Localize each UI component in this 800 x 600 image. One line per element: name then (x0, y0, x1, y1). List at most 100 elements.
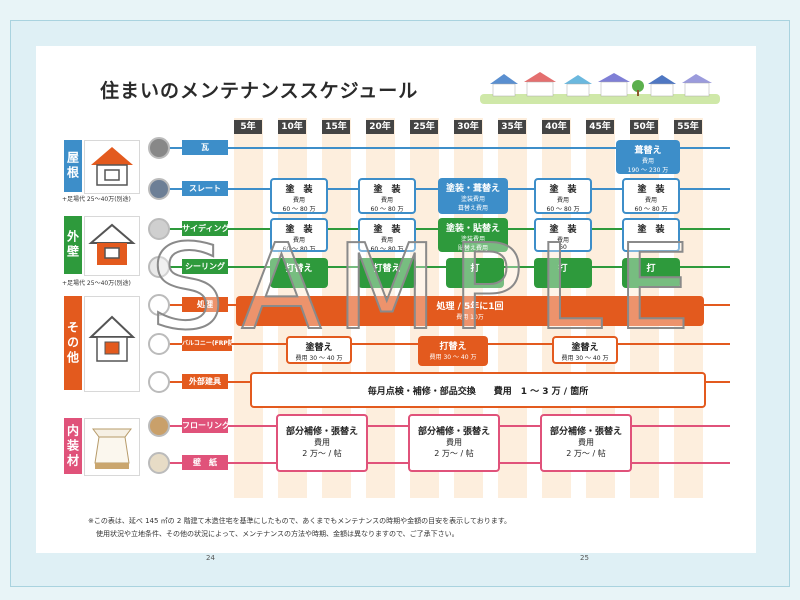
box-heading: 打替え (439, 342, 467, 352)
siding-paint-box-10y: 塗 装 費用 60 〜 80 万 (270, 218, 328, 252)
box-heading: 打替え (285, 264, 313, 274)
box-cost-label: 費用 (446, 438, 462, 447)
box-heading: 処理 / 5年に1回 (436, 302, 504, 312)
box-heading: 塗 装 (637, 225, 665, 235)
interior-room-image (84, 418, 140, 476)
box-heading: 打 (558, 264, 568, 274)
box-cost-value: 190 〜 230 万 (627, 167, 669, 174)
box-cost-label: 費用 (380, 237, 393, 244)
item-siding: サイディング (182, 221, 228, 236)
box-cost-value: 2 万〜 / 帖 (434, 449, 474, 458)
year-label: 40年 (542, 120, 570, 134)
box-heading: 部分補修・張替え (285, 427, 358, 437)
item-fittings: 外部建具 (182, 374, 228, 389)
slate-material-icon (148, 178, 170, 200)
box-cost: 費用 30 〜 40 万 (295, 355, 343, 362)
category-interior-label: 内装材 (64, 418, 82, 474)
box-cost-value: 2 万〜 / 帖 (302, 449, 342, 458)
year-label: 45年 (586, 120, 614, 134)
item-sealing: シーリング (182, 259, 228, 274)
year-label: 25年 (410, 120, 438, 134)
balcony-repaint-box-10y: 塗替え 費用 30 〜 40 万 (286, 336, 352, 364)
category-roof-label: 屋根 (64, 140, 82, 192)
box-cost-label: 費用 (292, 237, 305, 244)
other-house-image (84, 296, 140, 392)
wall-house-image (84, 216, 140, 276)
box-cost-label: 費用 (314, 438, 330, 447)
box-cost: 費用 10万 (456, 314, 484, 321)
box-cost-label: 塗装費用 (460, 236, 485, 243)
box-heading: 部分補修・張替え (417, 427, 490, 437)
interior-repair-box-40y: 部分補修・張替え 費用 2 万〜 / 帖 (540, 414, 632, 472)
box-heading: 塗替え (305, 343, 333, 353)
category-other-label: その他 (64, 296, 82, 390)
window-fittings-icon (148, 371, 170, 393)
box-cost-label: 費用 (292, 197, 305, 204)
row-line-kawara (150, 147, 730, 149)
page-number-right: 25 (580, 554, 589, 562)
box-cost-value: 60 〜 80 万 (282, 246, 316, 252)
slate-paint-box-40y: 塗 装 費用 60 〜 80 万 (534, 178, 592, 214)
kawara-material-icon (148, 137, 170, 159)
item-termite: 処理 (182, 297, 228, 312)
slate-paint-replace-box-30y: 塗装・葺替え 塗装費用 葺替え費用 (438, 178, 508, 214)
siding-paint-box-50y: 塗 装 (622, 218, 680, 252)
item-flooring: フローリング (182, 418, 228, 433)
year-label: 55年 (674, 120, 702, 134)
box-heading: 塗装・貼替え (445, 224, 500, 234)
box-cost-value: 60 〜 80 万 (370, 206, 404, 213)
sealing-replace-box-30y: 打 (446, 258, 504, 288)
interior-repair-box-25y: 部分補修・張替え 費用 2 万〜 / 帖 (408, 414, 500, 472)
interior-repair-box-10y: 部分補修・張替え 費用 2 万〜 / 帖 (276, 414, 368, 472)
box-cost-label-2: 葺替え費用 (457, 205, 488, 212)
box-heading: 毎月点検・補修・部品交換 費用 1 〜 3 万 / 箇所 (367, 387, 589, 397)
box-heading: 葺替え (634, 146, 662, 156)
item-slate: スレート (182, 181, 228, 196)
year-label: 5年 (234, 120, 262, 134)
box-heading: 塗 装 (637, 185, 665, 195)
year-label: 50年 (630, 120, 658, 134)
box-cost-value: 60 〜 80 万 (282, 206, 316, 213)
box-heading: 塗替え (571, 343, 599, 353)
slate-paint-box-20y: 塗 装 費用 60 〜 80 万 (358, 178, 416, 214)
year-label: 30年 (454, 120, 482, 134)
box-cost-label: 費用 (380, 197, 393, 204)
box-heading: 塗 装 (285, 225, 313, 235)
box-cost-label: 費用 (644, 197, 657, 204)
footnote-line-2: 使用状況や立地条件、その他の状況によって、メンテナンスの方法や時期、金額は異なり… (96, 530, 459, 538)
roof-house-image (84, 140, 140, 194)
wallpaper-material-icon (148, 452, 170, 474)
fittings-inspection-bar: 毎月点検・補修・部品交換 費用 1 〜 3 万 / 箇所 (250, 372, 706, 408)
sealing-replace-box-20y: 打替え (358, 258, 416, 288)
box-cost-value: 60 (559, 244, 567, 251)
box-heading: 打替え (373, 264, 401, 274)
box-heading: 塗 装 (549, 185, 577, 195)
item-balcony: バルコニー(FRP防水) (182, 336, 232, 351)
box-heading: 塗 装 (373, 225, 401, 235)
siding-paint-box-40y: 塗 装 費用 60 (534, 218, 592, 252)
termite-treatment-bar: 処理 / 5年に1回 費用 10万 (236, 296, 704, 326)
siding-paint-replace-box-30y: 塗装・貼替え 塗装費用 貼替え費用 (438, 218, 508, 252)
balcony-icon (148, 333, 170, 355)
balcony-redo-box-25y: 打替え 費用 30 〜 40 万 (418, 336, 488, 366)
sealing-material-icon (148, 256, 170, 278)
siding-material-icon (148, 218, 170, 240)
year-label: 10年 (278, 120, 306, 134)
item-wallpaper: 壁 紙 (182, 455, 228, 470)
houses-illustration (480, 72, 720, 104)
sample-watermark: SAMPLE (149, 218, 706, 356)
sealing-replace-box-10y: 打替え (270, 258, 328, 288)
box-cost-label: 費用 (641, 158, 654, 165)
box-heading: 塗装・葺替え (445, 184, 500, 194)
year-label: 15年 (322, 120, 350, 134)
year-label: 35年 (498, 120, 526, 134)
slate-paint-box-10y: 塗 装 費用 60 〜 80 万 (270, 178, 328, 214)
box-cost: 費用 30 〜 40 万 (429, 354, 477, 361)
page-number-left: 24 (206, 554, 215, 562)
box-cost-label: 塗装費用 (460, 196, 485, 203)
termite-ant-icon (148, 294, 170, 316)
roof-scaffold-note: +足場代 25〜40万(別途) (62, 196, 131, 203)
balcony-repaint-box-40y: 塗替え 費用 30 〜 40 万 (552, 336, 618, 364)
box-cost-label: 費用 (556, 197, 569, 204)
sealing-replace-box-40y: 打 (534, 258, 592, 288)
